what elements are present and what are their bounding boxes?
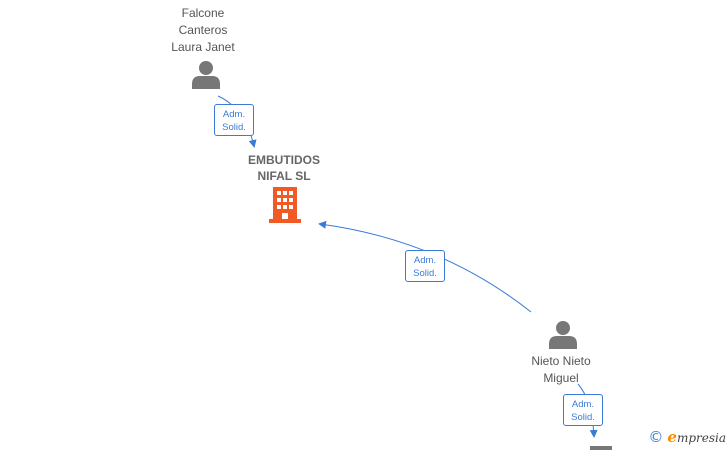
partial-node-icon	[590, 446, 612, 450]
edge-middle-label[interactable]: Adm. Solid.	[405, 250, 445, 282]
building-icon[interactable]	[268, 187, 302, 223]
brand-logo: © empresia	[648, 428, 726, 446]
person-top-name: Falcone Canteros Laura Janet	[171, 6, 235, 54]
edge-top-label[interactable]: Adm. Solid.	[214, 104, 254, 136]
person-icon[interactable]	[191, 59, 221, 89]
edge-bottom-label[interactable]: Adm. Solid.	[563, 394, 603, 426]
company-name: EMBUTIDOS NIFAL SL	[248, 153, 320, 183]
person-bottom-name: Nieto Nieto Miguel	[531, 354, 591, 385]
person-icon[interactable]	[548, 319, 578, 349]
